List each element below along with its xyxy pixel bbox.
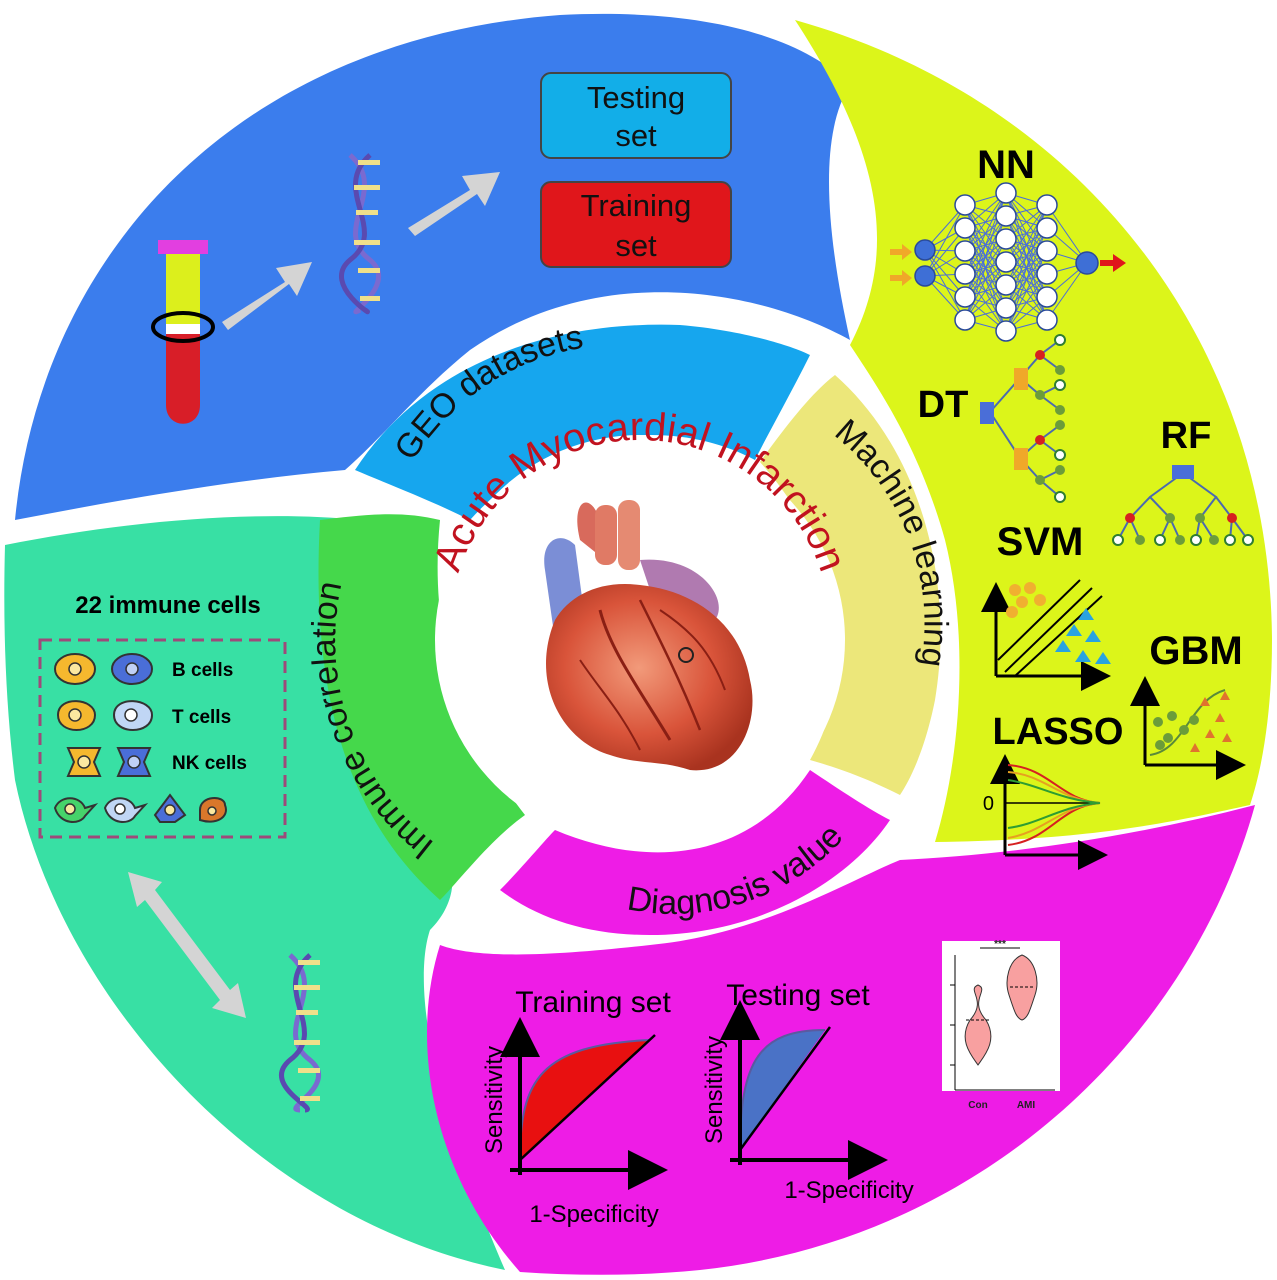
training-set-label-1: Training (581, 188, 692, 223)
nn-node (954, 194, 976, 216)
neural-network-icon (890, 182, 1126, 342)
nk-cells-label: NK cells (172, 753, 247, 774)
ml-method-svm: SVM (997, 520, 1084, 564)
dna-helix-icon (339, 153, 381, 315)
nn-edge (964, 238, 1007, 321)
nn-node (1036, 263, 1058, 285)
testing-set-box: Testing set (540, 72, 732, 159)
blood-tube-icon (151, 240, 215, 424)
nn-node (1036, 309, 1058, 331)
nn-output-arrow-icon (1100, 254, 1126, 272)
roc-training-chart (500, 1017, 668, 1190)
roc-training-xlabel: 1-Specificity (529, 1201, 658, 1228)
nn-node (995, 182, 1017, 204)
nn-node (995, 205, 1017, 227)
ring-ml-segment (760, 375, 941, 795)
decision-tree-icon (980, 334, 1066, 503)
ring-immune-segment (318, 514, 525, 900)
violin-plot: *** Con AMI (942, 939, 1060, 1111)
roc-testing-ylabel: Sensitivity (701, 1036, 728, 1144)
other-immune-cells-icon (53, 793, 227, 823)
nn-node (995, 228, 1017, 250)
nn-node (1036, 194, 1058, 216)
ml-panel-bg (795, 20, 1272, 842)
nn-node (954, 286, 976, 308)
nn-edge (1005, 273, 1048, 332)
immune-cells-box (38, 638, 287, 839)
nn-edge (964, 192, 1007, 275)
nn-node (995, 251, 1017, 273)
testing-set-label-1: Testing (587, 80, 685, 115)
training-set-label-2: set (615, 228, 657, 263)
ring-geo-segment (355, 324, 810, 520)
nn-node (995, 320, 1017, 342)
nn-edge (924, 249, 966, 321)
lasso-plot-icon: 0 (983, 754, 1108, 870)
roc-training-ylabel: Sensitivity (481, 1046, 508, 1154)
nn-input-arrow-icon (890, 244, 912, 260)
nn-node (954, 263, 976, 285)
training-set-box: Training set (540, 181, 732, 268)
nn-node (954, 309, 976, 331)
t-cell-icon (56, 700, 154, 731)
violin-label-con: Con (968, 1100, 987, 1111)
immune-cells-title: 22 immune cells (75, 592, 260, 619)
b-cell-icon (54, 653, 153, 685)
nn-edge (1005, 204, 1048, 263)
ml-method-gbm: GBM (1149, 629, 1242, 673)
arrow-dna-to-sets-icon (408, 172, 500, 236)
roc-testing-chart (720, 1000, 888, 1180)
nn-edge (964, 261, 1007, 321)
nn-node (1036, 217, 1058, 239)
nn-node (1036, 286, 1058, 308)
ml-method-rf: RF (1161, 415, 1212, 457)
dna-helix-icon-immune (279, 953, 321, 1113)
nn-input-arrow-icon (890, 270, 912, 286)
nn-node (914, 265, 936, 287)
nn-edge (964, 192, 1007, 252)
roc-testing-title: Testing set (726, 979, 870, 1012)
lasso-zero-label: 0 (983, 793, 994, 815)
svm-plot-icon (981, 579, 1111, 691)
ml-method-dt: DT (918, 384, 969, 426)
double-arrow-icon (128, 872, 246, 1018)
nn-node (995, 297, 1017, 319)
violin-significance: *** (994, 939, 1006, 950)
testing-set-label-2: set (615, 118, 657, 153)
nn-node (954, 240, 976, 262)
roc-testing-xlabel: 1-Specificity (784, 1177, 913, 1204)
b-cells-label: B cells (172, 660, 233, 681)
ring-diagnosis-segment (500, 770, 890, 935)
random-forest-icon (1112, 465, 1254, 546)
roc-training-title: Training set (515, 986, 671, 1019)
nn-node (1036, 240, 1058, 262)
nn-node (914, 239, 936, 261)
heart-illustration (544, 500, 753, 771)
nk-cell-icon (66, 747, 152, 777)
t-cells-label: T cells (172, 707, 231, 728)
ml-method-lasso: LASSO (993, 711, 1124, 753)
nn-node (995, 274, 1017, 296)
gbm-plot-icon (1130, 676, 1246, 780)
nn-node (954, 217, 976, 239)
violin-label-ami: AMI (1017, 1100, 1036, 1111)
nn-edge (924, 204, 966, 277)
nn-node (1075, 251, 1099, 275)
nn-edge (1005, 250, 1048, 332)
arrow-tube-to-dna-icon (222, 262, 312, 330)
nn-edge (1005, 204, 1048, 286)
ml-method-nn: NN (977, 143, 1035, 187)
